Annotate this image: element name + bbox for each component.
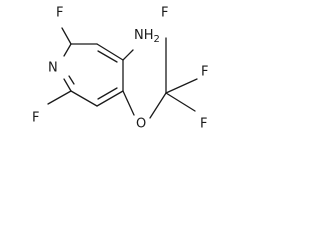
bond-c3-c2-double: [97, 50, 118, 63]
bond-c5-c4: [96, 90, 124, 107]
amine-subscript: 2: [154, 34, 160, 45]
atom-nitrogen-label: N: [48, 61, 58, 76]
atom-fluorine-top-label: F: [56, 6, 63, 21]
bond-c4-o: [122, 90, 135, 116]
bond-cf3-f-bottom: [165, 92, 196, 112]
bond-o-cf3: [149, 92, 167, 119]
bond-c2-f: [61, 27, 72, 45]
bond-c5-c4-double: [97, 87, 118, 100]
bond-n1-c6: [63, 78, 72, 92]
amine-text: NH: [134, 28, 154, 43]
chemical-structure: N F NH2 F O F F F: [32, 6, 208, 132]
atom-cf3-fluorine-right-label: F: [201, 65, 208, 80]
atom-amine-label: NH2: [134, 28, 160, 46]
atom-cf3-fluorine-top-label: F: [161, 6, 168, 21]
bond-c6-c5: [70, 90, 98, 107]
bond-c3-nh2: [122, 49, 134, 61]
bond-c2-n1: [63, 43, 72, 57]
atom-cf3-fluorine-bottom-label: F: [200, 117, 207, 132]
bond-cf3-f-right: [165, 78, 198, 94]
bond-n1-c6-double: [68, 75, 75, 85]
bond-c6-f: [47, 90, 72, 105]
bond-c3-c2: [96, 43, 124, 61]
atom-fluorine-bottom-label: F: [32, 111, 39, 126]
atom-oxygen-label: O: [136, 117, 146, 132]
